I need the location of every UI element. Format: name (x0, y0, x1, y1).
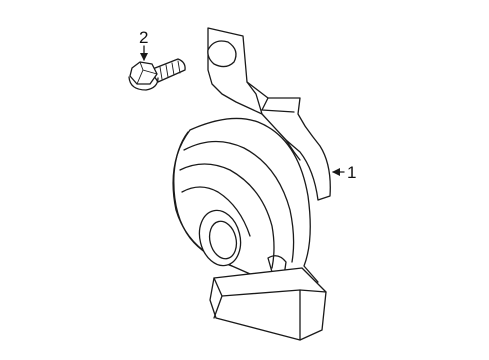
bolt-shank (149, 58, 186, 83)
bracket-bend (246, 81, 263, 115)
horn (172, 117, 327, 341)
bolt-thread (159, 60, 181, 80)
horn-mouth-inner (208, 220, 238, 260)
horn-spiral-core (181, 186, 251, 237)
callout-1: 1 (347, 163, 356, 182)
bracket-mount-hole (207, 40, 237, 68)
mounting-bracket (207, 27, 331, 201)
bolt-head-facets (136, 61, 158, 85)
horn-terminal-housing (209, 267, 327, 341)
horn-spiral-outer (183, 140, 295, 263)
bolt (128, 58, 186, 91)
bolt-flange (128, 76, 159, 91)
bracket-step (261, 97, 295, 113)
bolt-head (129, 61, 158, 85)
bracket-plate (207, 27, 331, 201)
horn-spiral-inner (179, 163, 275, 269)
bracket-neck (285, 139, 301, 161)
horn-mouth (198, 209, 242, 267)
callout-2: 2 (139, 28, 148, 47)
